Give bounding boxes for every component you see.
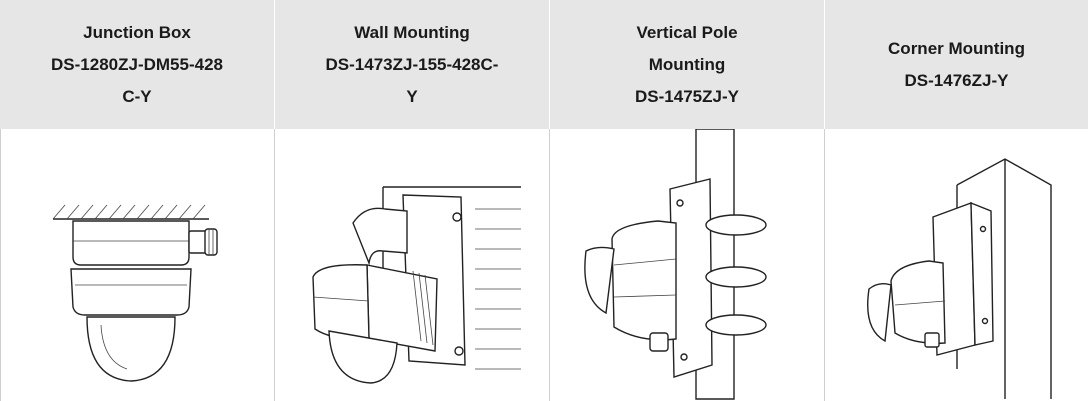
- header-wall-mounting: Wall Mounting DS-1473ZJ-155-428C- Y: [275, 0, 550, 129]
- wall-mount-cell: [275, 129, 550, 401]
- junction-box-cell: [0, 129, 275, 401]
- header-model-suffix: C-Y: [122, 86, 152, 106]
- corner-mount-camera-drawing: [867, 158, 1052, 399]
- header-corner-mounting: Corner Mounting DS-1476ZJ-Y: [825, 0, 1088, 129]
- header-title-cont: Mounting: [648, 54, 726, 74]
- header-junction-box: Junction Box DS-1280ZJ-DM55-428 C-Y: [0, 0, 275, 129]
- header-model: DS-1476ZJ-Y: [904, 70, 1009, 90]
- corner-mount-cell: [825, 129, 1088, 401]
- header-model: DS-1475ZJ-Y: [635, 86, 739, 106]
- pole-mount-cell: [550, 129, 825, 401]
- header-vertical-pole-mounting: Vertical Pole Mounting DS-1475ZJ-Y: [550, 0, 825, 129]
- image-row: [0, 129, 1088, 401]
- header-row: Junction Box DS-1280ZJ-DM55-428 C-Y Wall…: [0, 0, 1088, 129]
- junction-box-camera-drawing: [52, 204, 218, 382]
- wall-mount-camera-drawing: [312, 186, 521, 384]
- header-title: Wall Mounting: [354, 22, 470, 42]
- header-title: Junction Box: [83, 22, 191, 42]
- header-model: DS-1280ZJ-DM55-428: [51, 54, 223, 74]
- pole-mount-camera-drawing: [584, 129, 767, 400]
- header-model-suffix: Y: [406, 86, 418, 106]
- header-title: Corner Mounting: [888, 38, 1025, 58]
- header-title: Vertical Pole: [636, 22, 738, 42]
- header-model: DS-1473ZJ-155-428C-: [325, 54, 499, 74]
